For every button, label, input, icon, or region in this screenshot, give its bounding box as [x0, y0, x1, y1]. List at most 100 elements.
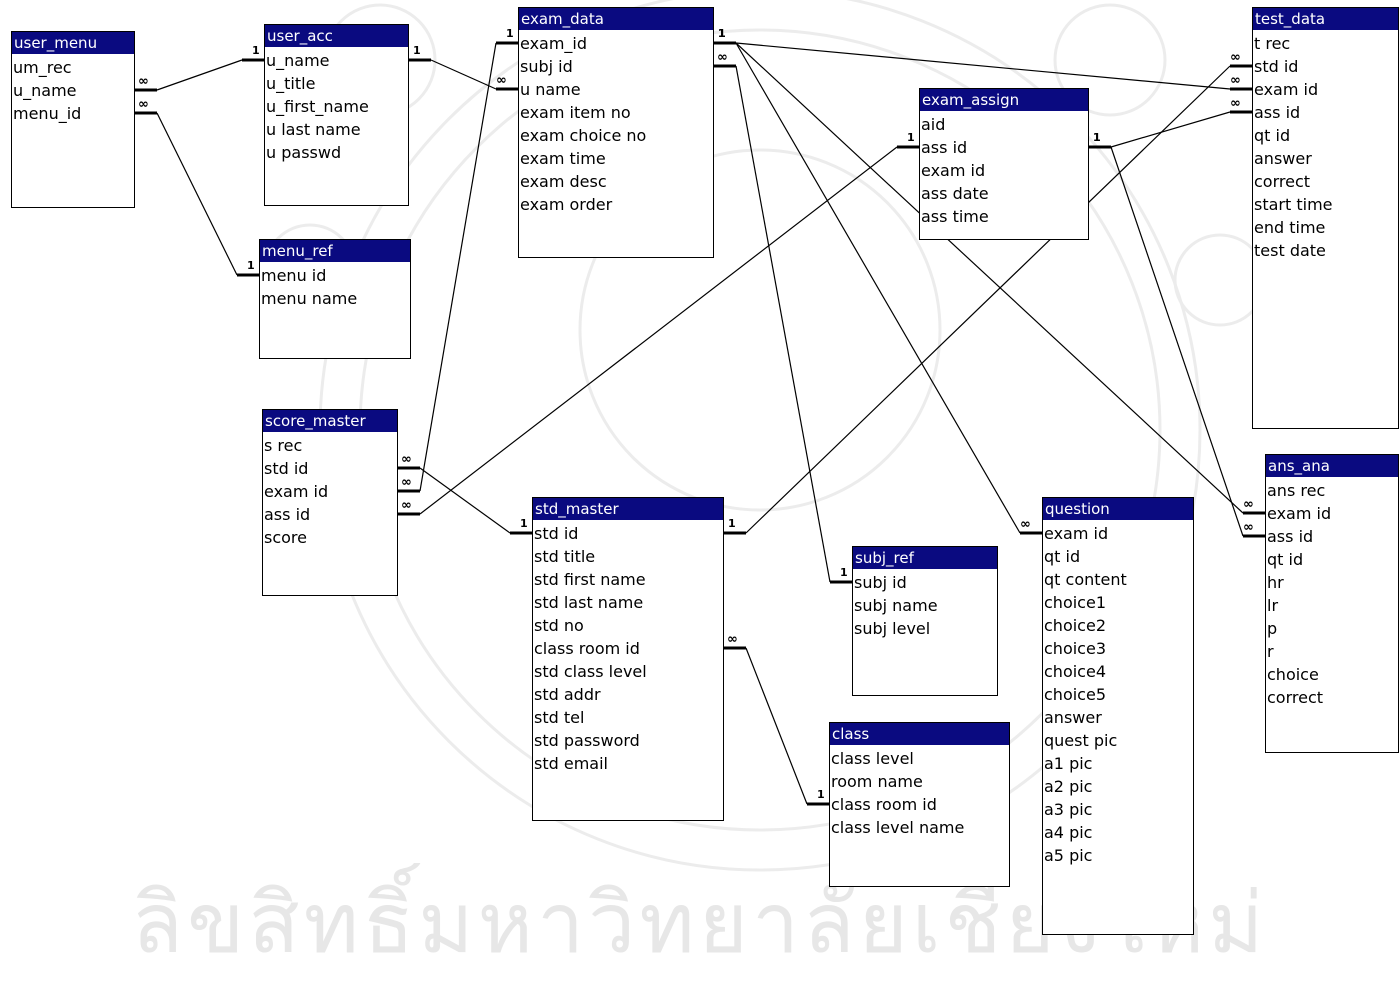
field-item[interactable]: menu_id: [13, 104, 82, 123]
table-title[interactable]: std_master: [533, 498, 723, 520]
field-item[interactable]: menu id: [261, 266, 327, 285]
field-item[interactable]: std id: [534, 524, 579, 543]
field-item[interactable]: choice1: [1044, 593, 1106, 612]
field-item[interactable]: a1 pic: [1044, 754, 1093, 773]
field-item[interactable]: exam id: [1254, 80, 1319, 99]
table-title[interactable]: question: [1043, 498, 1193, 520]
field-item[interactable]: menu name: [261, 289, 358, 308]
field-item[interactable]: correct: [1267, 688, 1324, 707]
field-item[interactable]: choice: [1267, 665, 1319, 684]
field-item[interactable]: qt id: [1267, 550, 1304, 569]
field-item[interactable]: ass id: [921, 138, 968, 157]
field-item[interactable]: answer: [1254, 149, 1312, 168]
field-item[interactable]: a4 pic: [1044, 823, 1093, 842]
table-title[interactable]: class: [830, 723, 1009, 745]
field-item[interactable]: std class level: [534, 662, 647, 681]
field-item[interactable]: score: [264, 528, 307, 547]
field-item[interactable]: subj level: [854, 619, 931, 638]
field-item[interactable]: class level name: [831, 818, 965, 837]
field-item[interactable]: hr: [1267, 573, 1284, 592]
field-item[interactable]: test date: [1254, 241, 1326, 260]
table-title[interactable]: exam_data: [519, 8, 713, 30]
field-item[interactable]: correct: [1254, 172, 1311, 191]
field-item[interactable]: u_first_name: [266, 97, 369, 116]
field-item[interactable]: std last name: [534, 593, 644, 612]
field-item[interactable]: answer: [1044, 708, 1102, 727]
table-title[interactable]: ans_ana: [1266, 455, 1398, 477]
field-item[interactable]: std first name: [534, 570, 646, 589]
field-item[interactable]: exam desc: [520, 172, 607, 191]
field-item[interactable]: aid: [921, 115, 946, 134]
field-item[interactable]: std password: [534, 731, 640, 750]
table-title[interactable]: subj_ref: [853, 547, 997, 569]
table-user-menu[interactable]: user_menu um_rec u_name menu_id: [11, 31, 135, 208]
field-item[interactable]: choice5: [1044, 685, 1106, 704]
field-item[interactable]: subj id: [520, 57, 573, 76]
field-item[interactable]: subj name: [854, 596, 938, 615]
field-item[interactable]: start time: [1254, 195, 1333, 214]
field-item[interactable]: exam id: [1044, 524, 1109, 543]
table-title[interactable]: score_master: [263, 410, 397, 432]
table-title[interactable]: exam_assign: [920, 89, 1088, 111]
field-item[interactable]: ass date: [921, 184, 989, 203]
field-item[interactable]: std title: [534, 547, 596, 566]
field-item[interactable]: u_name: [13, 81, 77, 100]
table-title[interactable]: user_acc: [265, 25, 408, 47]
field-item[interactable]: u_title: [266, 74, 316, 93]
field-item[interactable]: exam item no: [520, 103, 631, 122]
field-item[interactable]: exam id: [264, 482, 329, 501]
field-item[interactable]: subj id: [854, 573, 907, 592]
field-item[interactable]: quest pic: [1044, 731, 1118, 750]
field-item[interactable]: r: [1267, 642, 1274, 661]
field-item[interactable]: p: [1267, 619, 1278, 638]
field-item[interactable]: class room id: [534, 639, 640, 658]
table-class[interactable]: class class level room name class room id cl…: [829, 722, 1010, 887]
field-item[interactable]: a5 pic: [1044, 846, 1093, 865]
table-title[interactable]: user_menu: [12, 32, 134, 54]
field-item[interactable]: u_name: [266, 51, 330, 70]
field-item[interactable]: ass id: [264, 505, 311, 524]
field-item[interactable]: t rec: [1254, 34, 1291, 53]
field-item[interactable]: std id: [264, 459, 309, 478]
field-item[interactable]: exam id: [921, 161, 986, 180]
table-title[interactable]: test_data: [1253, 8, 1398, 30]
field-item[interactable]: u name: [520, 80, 581, 99]
field-item[interactable]: lr: [1267, 596, 1279, 615]
field-item[interactable]: um_rec: [13, 58, 72, 77]
field-item[interactable]: qt id: [1254, 126, 1291, 145]
field-item[interactable]: exam choice no: [520, 126, 647, 145]
field-item[interactable]: u last name: [266, 120, 361, 139]
field-item[interactable]: u passwd: [266, 143, 342, 162]
field-item[interactable]: a3 pic: [1044, 800, 1093, 819]
field-item[interactable]: std tel: [534, 708, 585, 727]
field-item[interactable]: class room id: [831, 795, 937, 814]
field-item[interactable]: ans rec: [1267, 481, 1326, 500]
field-item[interactable]: choice4: [1044, 662, 1106, 681]
field-item[interactable]: exam order: [520, 195, 613, 214]
field-item[interactable]: std no: [534, 616, 584, 635]
field-item[interactable]: room name: [831, 772, 923, 791]
field-item[interactable]: ass id: [1254, 103, 1301, 122]
field-item[interactable]: qt id: [1044, 547, 1081, 566]
field-item[interactable]: choice3: [1044, 639, 1106, 658]
field-item[interactable]: exam id: [1267, 504, 1332, 523]
field-item[interactable]: ass id: [1267, 527, 1314, 546]
field-item[interactable]: s rec: [264, 436, 303, 455]
field-item[interactable]: choice2: [1044, 616, 1106, 635]
field-item[interactable]: ass time: [921, 207, 989, 226]
field-item[interactable]: a2 pic: [1044, 777, 1093, 796]
field-item[interactable]: class level: [831, 749, 914, 768]
field-item[interactable]: std id: [1254, 57, 1299, 76]
field-item[interactable]: std email: [534, 754, 608, 773]
field-item[interactable]: std addr: [534, 685, 601, 704]
